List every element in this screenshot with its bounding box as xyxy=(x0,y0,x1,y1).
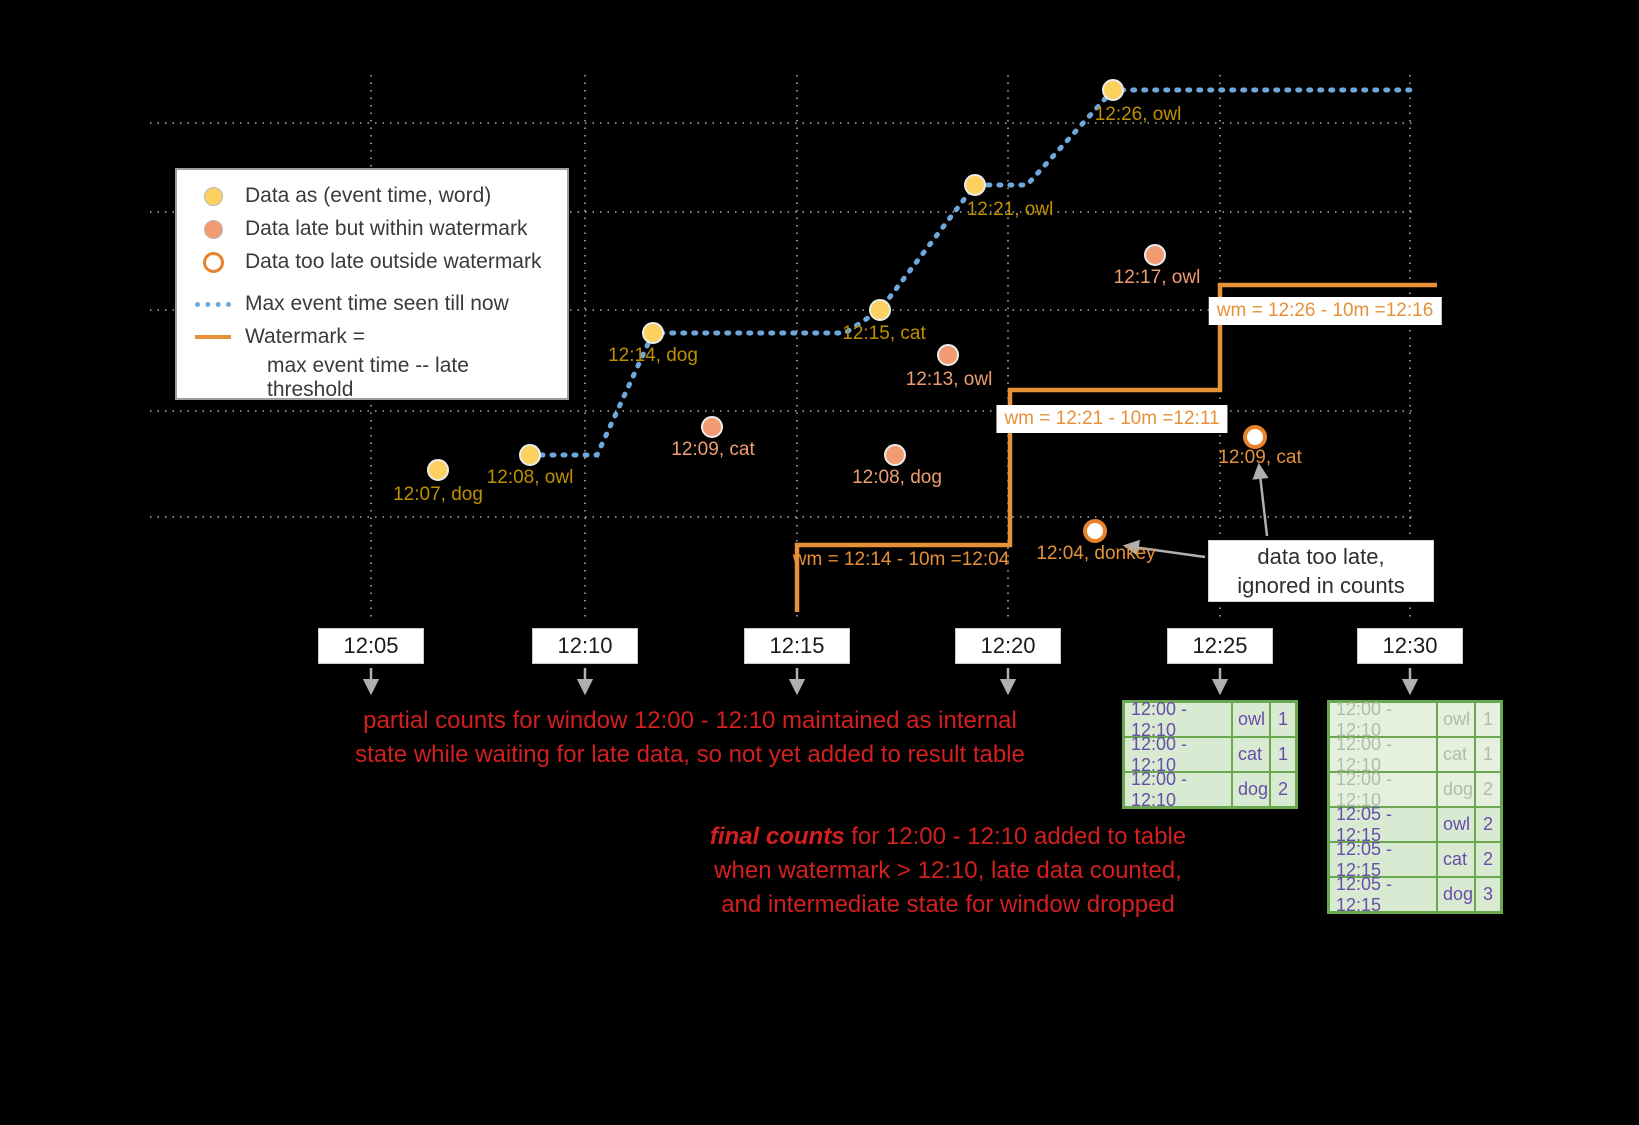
result-cell-window: 12:05 - 12:15 xyxy=(1329,874,1437,915)
result-cell-word: owl xyxy=(1437,807,1475,842)
late-dot-icon xyxy=(203,219,223,239)
legend-item-late: Data late but within watermark xyxy=(195,217,551,241)
chart-lines xyxy=(527,87,1437,612)
legend-item-max-event-line: Max event time seen till now xyxy=(195,292,551,316)
result-cell-word: cat xyxy=(1437,842,1475,877)
result-cell-window: 12:00 - 12:10 xyxy=(1329,734,1437,775)
partial-counts-note: partial counts for window 12:00 - 12:10 … xyxy=(355,707,1025,768)
legend-label: Data late but within watermark xyxy=(245,217,528,240)
legend-watermark-definition: max event time -- late threshold xyxy=(267,354,469,401)
too-late-callout: data too late, ignored in counts xyxy=(1208,540,1434,602)
arrows xyxy=(362,462,1419,696)
toolate-circle-icon xyxy=(202,251,224,273)
result-cell-count: 2 xyxy=(1475,772,1501,807)
legend-label: Data too late outside watermark xyxy=(245,250,542,273)
result-cell-count: 1 xyxy=(1475,702,1501,737)
legend-item-toolate: Data too late outside watermark xyxy=(195,250,551,274)
result-cell-window: 12:05 - 12:15 xyxy=(1329,804,1437,845)
result-cell-window: 12:00 - 12:10 xyxy=(1124,699,1232,740)
result-cell-window: 12:00 - 12:10 xyxy=(1124,734,1232,775)
result-cell-count: 2 xyxy=(1475,807,1501,842)
result-cell-window: 12:00 - 12:10 xyxy=(1329,699,1437,740)
legend-label: Watermark = xyxy=(245,325,365,348)
watermark-line xyxy=(794,282,1437,612)
result-cell-word: dog xyxy=(1437,772,1475,807)
max-event-time-line xyxy=(527,87,1418,458)
final-counts-rest: for 12:00 - 12:10 added to table when wa… xyxy=(714,823,1187,918)
result-cell-count: 1 xyxy=(1475,737,1501,772)
final-counts-note: final counts for 12:00 - 12:10 added to … xyxy=(710,820,1186,922)
legend-label: Data as (event time, word) xyxy=(245,184,492,207)
legend: Data as (event time, word) Data late but… xyxy=(175,168,569,401)
legend-item-watermark: Watermark = xyxy=(195,325,551,349)
final-counts-emphasis: final counts xyxy=(709,823,845,850)
result-cell-count: 2 xyxy=(1475,842,1501,877)
result-cell-word: cat xyxy=(1437,737,1475,772)
dotted-line-icon xyxy=(195,301,231,307)
result-cell-count: 1 xyxy=(1270,702,1296,737)
result-cell-window: 12:00 - 12:10 xyxy=(1329,769,1437,810)
result-cell-count: 1 xyxy=(1270,737,1296,772)
gridlines xyxy=(150,75,1413,620)
result-cell-word: cat xyxy=(1232,737,1270,772)
result-cell-window: 12:05 - 12:15 xyxy=(1329,839,1437,880)
too-late-pointer-arrow xyxy=(1122,539,1206,559)
legend-item-ontime: Data as (event time, word) xyxy=(195,184,551,208)
result-cell-word: dog xyxy=(1437,877,1475,912)
result-cell-word: owl xyxy=(1232,702,1270,737)
too-late-pointer-arrow xyxy=(1252,462,1269,537)
solid-line-icon xyxy=(195,335,231,339)
result-cell-count: 3 xyxy=(1475,877,1501,912)
legend-label: Max event time seen till now xyxy=(245,292,509,315)
ontime-dot-icon xyxy=(203,186,223,206)
result-cell-window: 12:00 - 12:10 xyxy=(1124,769,1232,810)
result-cell-word: owl xyxy=(1437,702,1475,737)
result-cell-count: 2 xyxy=(1270,772,1296,807)
result-cell-word: dog xyxy=(1232,772,1270,807)
